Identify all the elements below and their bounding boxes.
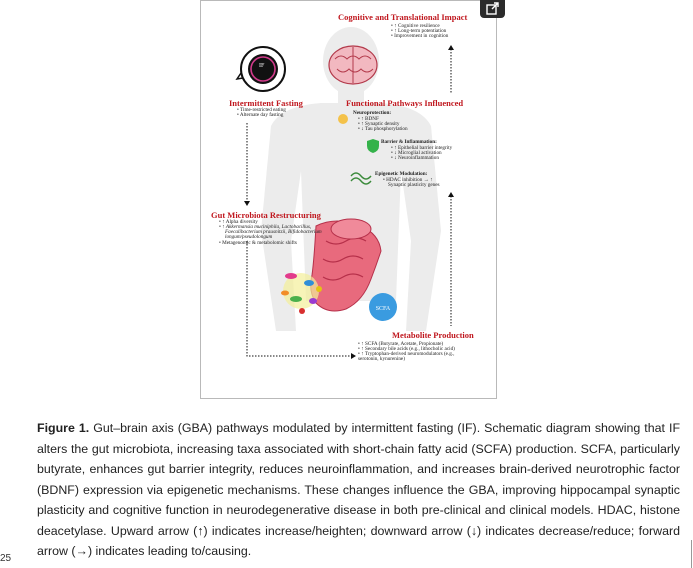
metabolite-title: Metabolite Production xyxy=(392,330,474,340)
fasting-icon-label: IF xyxy=(259,63,265,69)
bacteria-cluster-icon xyxy=(281,273,322,314)
microbiota-item: • ↑ Akkermansia muciniphila, Lactobacill… xyxy=(219,224,312,230)
fasting-title: Intermittent Fasting xyxy=(229,98,303,108)
microbiota-title: Gut Microbiota Restructuring xyxy=(211,210,321,220)
neuron-icon xyxy=(338,114,348,124)
metabolite-item: • ↑ SCFA (Butyrate, Acetate, Propionate) xyxy=(358,341,444,347)
microbiota-item: Faecalibacterium prausnitzii, Bifidobact… xyxy=(225,229,322,235)
neuroprotection-item: • ↓ Tau phosphorylation xyxy=(358,126,408,132)
microbiota-item: longum/pseudolongum xyxy=(225,234,273,240)
cognitive-item: • ↑ Cognitive resilience xyxy=(391,23,440,29)
dna-icon xyxy=(350,172,372,185)
neuroprotection-item: • ↑ BDNF xyxy=(358,116,379,122)
brain-icon xyxy=(328,45,378,85)
fasting-clock-icon xyxy=(235,46,286,92)
barrier-item: • ↑ Epithelial barrier integrity xyxy=(391,145,453,151)
gut-brain-figure: SCFA Cognitive and Translational Impact … xyxy=(200,0,497,399)
caption-text: Gut–brain axis (GBA) pathways modulated … xyxy=(37,421,681,558)
epigenetic-item: • HDAC inhibition → ↑ xyxy=(383,177,433,183)
open-external-button[interactable] xyxy=(480,0,505,18)
fasting-item: • Time-restricted eating xyxy=(237,107,286,113)
arrow-heads xyxy=(244,45,454,359)
metabolite-item: • ↑ Secondary bile acids (e.g., lithocho… xyxy=(358,346,455,352)
pathways-title: Functional Pathways Influenced xyxy=(346,98,464,108)
epigenetic-item: Synaptic plasticity genes xyxy=(388,182,440,188)
connector-arrows xyxy=(246,49,452,357)
gut-icon xyxy=(310,218,382,312)
metabolite-item: serotonin, kynurenine) xyxy=(358,356,405,362)
barrier-item: • ↓ Neuroinflammation xyxy=(391,155,439,161)
barrier-title: Barrier & Inflammation: xyxy=(381,139,437,145)
shield-icon xyxy=(367,139,379,153)
page-divider xyxy=(691,540,692,568)
cognitive-title: Cognitive and Translational Impact xyxy=(338,12,468,22)
neuroprotection-title: Neuroprotection: xyxy=(353,110,392,116)
figure-graphics: SCFA xyxy=(235,27,454,359)
microbiota-item: • ↑ Alpha diversity xyxy=(219,219,258,225)
metabolite-item: • ↑ Tryptophan-derived neuromodulators (… xyxy=(358,351,455,357)
cognitive-item: • ↑ Long-term potentiation xyxy=(391,28,447,34)
scfa-bubble xyxy=(369,293,397,321)
barrier-item: • ↓ Microglial activation xyxy=(391,150,442,156)
microbiota-item: • Metagenomic & metabolomic shifts xyxy=(219,240,297,246)
caption-label: Figure 1. xyxy=(37,421,90,435)
epigenetic-title: Epigenetic Modulation: xyxy=(375,171,428,177)
figure-caption: Figure 1. Gut–brain axis (GBA) pathways … xyxy=(37,418,680,562)
open-external-icon xyxy=(486,2,499,15)
scfa-label: SCFA xyxy=(376,306,391,312)
cognitive-item: • Improvement in cognition xyxy=(391,33,449,39)
page-number: 25 xyxy=(0,553,12,564)
neuroprotection-item: • ↑ Synaptic density xyxy=(358,121,400,127)
fasting-item: • Alternate day fasting xyxy=(237,112,284,118)
